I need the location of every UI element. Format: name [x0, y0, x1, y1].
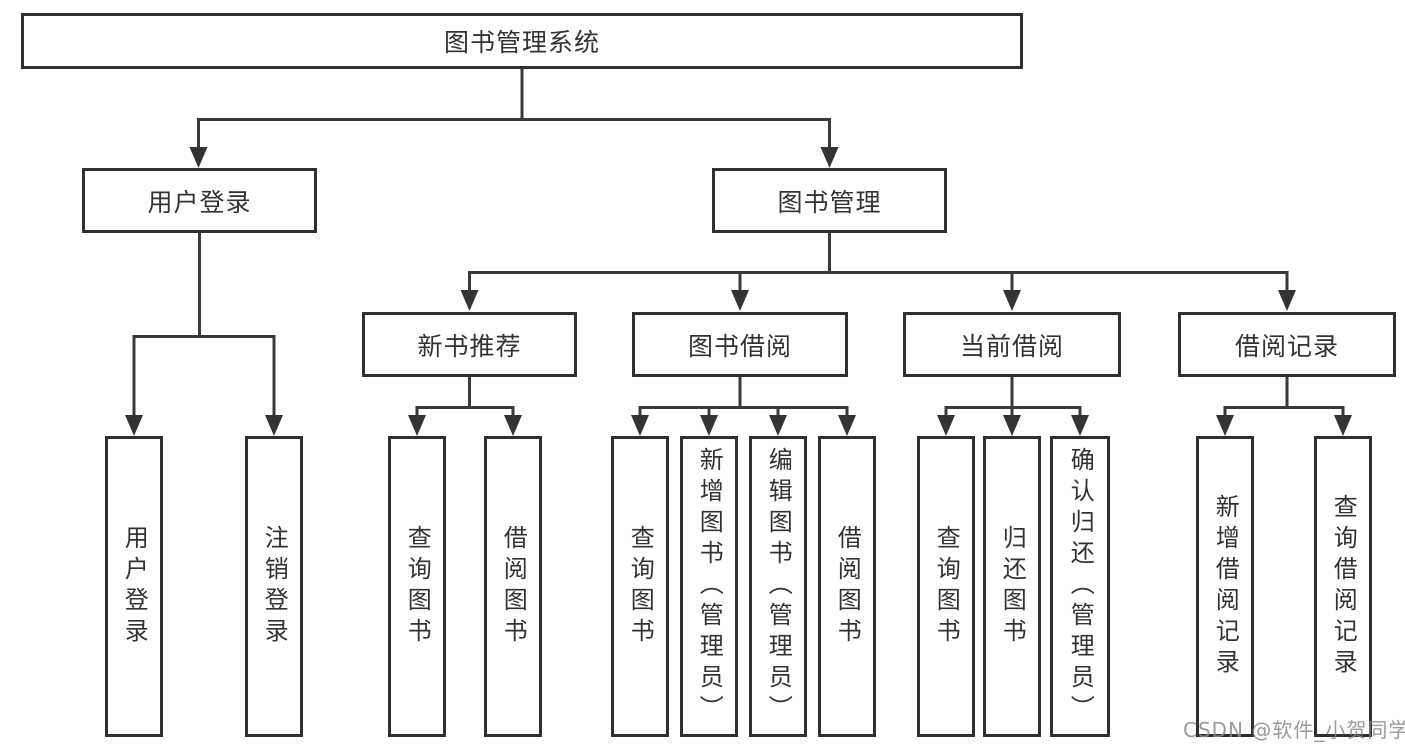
arrow-down-icon — [460, 290, 479, 311]
leaf-query-books-borrowing: 查询图书 — [611, 436, 669, 737]
leaf-logout-login: 注销登录 — [245, 436, 303, 737]
node-current-borrowing-label: 当前借阅 — [959, 331, 1064, 361]
arrow-down-icon — [504, 415, 522, 436]
node-root: 图书管理系统 — [21, 13, 1023, 69]
node-book-borrowing: 图书借阅 — [632, 312, 848, 377]
connector-line — [944, 406, 1082, 419]
arrow-down-icon — [769, 415, 787, 436]
node-new-book-recommend: 新书推荐 — [362, 312, 577, 377]
leaf-query-books-recommend-label: 查询图书 — [403, 524, 432, 649]
arrow-down-icon — [1071, 415, 1089, 436]
arrow-down-icon — [125, 415, 143, 436]
connector-line — [468, 271, 1289, 294]
arrow-down-icon — [1003, 290, 1021, 311]
arrow-down-icon — [1216, 415, 1234, 436]
connector-line — [197, 118, 831, 150]
node-book-management-label: 图书管理 — [777, 187, 882, 217]
node-current-borrowing: 当前借阅 — [903, 312, 1121, 377]
node-user-login: 用户登录 — [82, 168, 317, 233]
leaf-query-books-current-label: 查询图书 — [932, 524, 961, 649]
arrow-down-icon — [1278, 290, 1296, 311]
node-user-login-label: 用户登录 — [147, 187, 252, 217]
leaf-edit-books-admin-label: 编辑图书（管理员） — [764, 447, 793, 726]
arrow-down-icon — [731, 290, 749, 311]
arrow-down-icon — [1334, 415, 1352, 436]
leaf-add-books-admin-label: 新增图书（管理员） — [695, 447, 724, 726]
leaf-logout-login-label: 注销登录 — [260, 524, 289, 649]
connector-line — [415, 406, 515, 419]
arrow-down-icon — [838, 415, 856, 436]
leaf-confirm-return-admin: 确认归还（管理员） — [1050, 436, 1110, 737]
arrow-down-icon — [631, 415, 649, 436]
leaf-return-books: 归还图书 — [983, 436, 1041, 737]
leaf-confirm-return-admin-label: 确认归还（管理员） — [1066, 447, 1095, 726]
leaf-borrow-books-recommend: 借阅图书 — [484, 436, 542, 737]
connector-line — [132, 335, 276, 418]
leaf-borrow-books-borrowing: 借阅图书 — [818, 436, 876, 737]
leaf-add-books-admin: 新增图书（管理员） — [680, 436, 738, 737]
node-borrow-records: 借阅记录 — [1178, 312, 1396, 377]
leaf-query-books-borrowing-label: 查询图书 — [626, 524, 655, 649]
leaf-return-books-label: 归还图书 — [998, 524, 1027, 649]
node-book-borrowing-label: 图书借阅 — [687, 331, 792, 361]
watermark: CSDN @软件_小贺同学 — [1183, 718, 1405, 742]
leaf-borrow-books-borrowing-label: 借阅图书 — [833, 524, 862, 649]
node-root-label: 图书管理系统 — [443, 28, 600, 57]
leaf-query-borrow-record-label: 查询借阅记录 — [1329, 493, 1358, 680]
leaf-query-books-current: 查询图书 — [917, 436, 975, 737]
leaf-query-borrow-record: 查询借阅记录 — [1314, 436, 1372, 737]
connector-line — [638, 406, 849, 419]
arrow-down-icon — [937, 415, 955, 436]
arrow-down-icon — [265, 415, 283, 436]
arrow-down-icon — [820, 147, 839, 168]
leaf-edit-books-admin: 编辑图书（管理员） — [749, 436, 807, 737]
leaf-borrow-books-recommend-label: 借阅图书 — [499, 524, 528, 649]
leaf-user-login-label: 用户登录 — [120, 524, 149, 649]
arrow-down-icon — [1003, 415, 1021, 436]
node-borrow-records-label: 借阅记录 — [1234, 331, 1339, 361]
arrow-down-icon — [189, 147, 208, 168]
leaf-user-login: 用户登录 — [105, 436, 163, 737]
leaf-add-borrow-record: 新增借阅记录 — [1196, 436, 1254, 737]
leaf-add-borrow-record-label: 新增借阅记录 — [1211, 493, 1240, 680]
connector-line — [1223, 406, 1345, 419]
arrow-down-icon — [408, 415, 426, 436]
node-book-management: 图书管理 — [712, 168, 947, 233]
arrow-down-icon — [700, 415, 718, 436]
node-new-book-recommend-label: 新书推荐 — [417, 331, 522, 361]
leaf-query-books-recommend: 查询图书 — [388, 436, 446, 737]
